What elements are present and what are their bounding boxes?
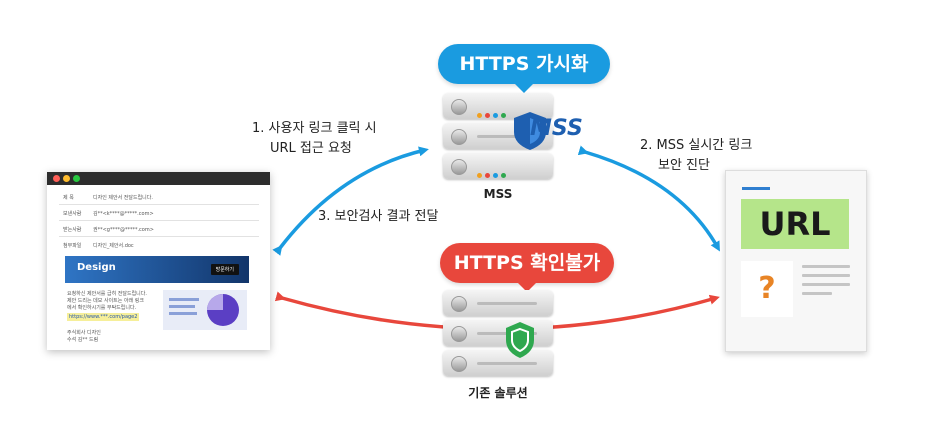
legacy-caption: 기존 솔루션 (468, 386, 528, 400)
url-document: URL ? (725, 170, 867, 352)
pie-chart-icon (207, 294, 239, 326)
https-unverifiable-text: HTTPS 확인불가 (453, 252, 601, 274)
question-mark-icon: ? (741, 261, 793, 317)
arrow-user-to-mss (272, 146, 429, 256)
mss-shield-icon (514, 112, 546, 150)
window-titlebar (47, 172, 270, 185)
server-unit (443, 350, 553, 376)
server-unit (443, 290, 553, 316)
step1-line1: 1. 사용자 링크 클릭 시 (252, 121, 377, 136)
legacy-server (443, 290, 553, 380)
email-banner: Design 방문하기 (65, 256, 249, 283)
step2-line1: 2. MSS 실시간 링크 (640, 138, 753, 153)
https-visibility-text: HTTPS 가시화 (459, 53, 589, 75)
email-sign-line: 수석 김** 드림 (67, 337, 99, 343)
mss-logo-text: MSS (530, 116, 583, 141)
step2-line2: 보안 진단 (658, 158, 710, 173)
mss-caption: MSS (483, 187, 513, 201)
arrow-mss-to-document (577, 145, 720, 252)
step2-label: 2. MSS 실시간 링크 보안 진단 (640, 136, 752, 176)
email-body-line: 제안 드리는 데모 사이트는 아래 링크 (67, 298, 144, 304)
email-body-line: 요청하신 제안서를 급히 전달드립니다. (67, 291, 147, 297)
step3-label: 3. 보안검사 결과 전달 (318, 209, 439, 224)
email-link[interactable]: https://www.***.com/page2 (67, 313, 140, 321)
step1-label: 1. 사용자 링크 클릭 시 URL 접근 요청 (252, 119, 377, 159)
email-body-line: 에서 확인하시기를 부탁드립니다. (67, 305, 137, 311)
email-chart-image (163, 290, 247, 330)
green-shield-icon (506, 322, 534, 358)
banner-title: Design (77, 262, 116, 273)
url-box: URL (741, 199, 849, 249)
step1-line2: URL 접근 요청 (270, 141, 352, 156)
https-unverifiable-badge: HTTPS 확인불가 (440, 243, 614, 292)
banner-button[interactable]: 방문하기 (210, 264, 239, 275)
https-visibility-badge: HTTPS 가시화 (438, 44, 610, 93)
server-unit (443, 153, 553, 179)
email-sign-line: 주식회사 디자인 (67, 330, 101, 336)
